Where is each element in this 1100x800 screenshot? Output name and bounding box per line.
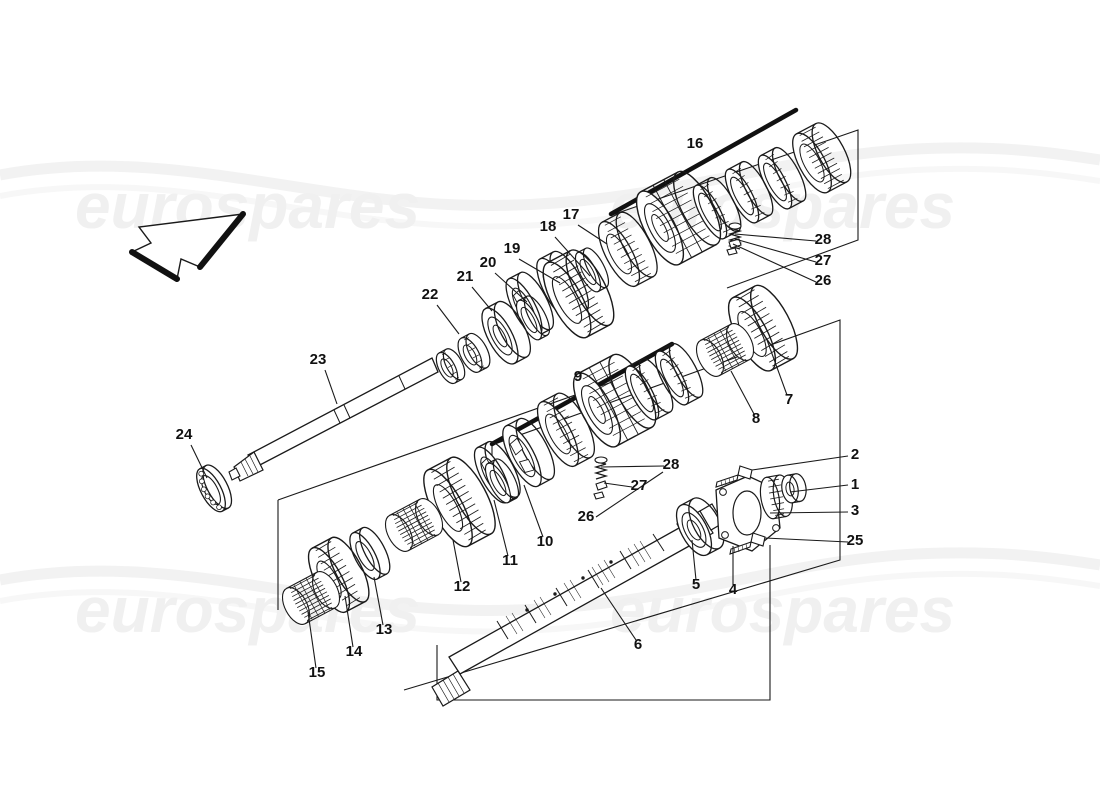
gear-12 [423,456,496,548]
callout-number-17: 17 [563,206,580,223]
callout-layer [190,224,849,669]
callout-leader-20 [494,272,528,303]
callout-leader-14 [344,595,354,648]
callout-leader-11 [493,499,509,557]
callout-number-14: 14 [346,643,363,660]
callout-leader-25 [764,537,849,543]
callout-number-6: 6 [634,636,642,653]
callout-leader-27 [734,238,817,263]
group-bracket-lower-left [277,381,613,610]
callout-number-7: 7 [785,391,793,408]
watermark-text: eurospares [75,574,420,646]
callout-leader-28 [734,233,817,242]
main-shaft-23 [228,357,439,482]
callout-number-28: 28 [815,231,832,248]
callout-leader-2 [751,455,849,471]
callout-number-19: 19 [504,240,521,257]
callout-leader-23 [324,369,338,405]
callout-number-26: 26 [578,508,595,525]
callout-leader-6 [600,587,637,641]
bolt-25 [729,532,766,555]
spacer-ring-22a [457,332,491,373]
watermark-text: eurospares [610,574,955,646]
callout-number-24: 24 [176,426,193,443]
callout-number-20: 20 [480,254,497,271]
callout-leader-22 [436,304,460,335]
callout-number-16: 16 [687,135,704,152]
detent-ball-27-lower [595,480,608,491]
callout-leader-7 [766,339,788,396]
synchro-key-26-lower [593,491,605,500]
callout-leader-17 [577,224,608,245]
callout-leader-8 [730,370,755,415]
callout-leader-19 [518,258,561,284]
callout-leader-27 [603,482,633,488]
cap-1 [781,473,807,504]
synchro-key-26 [726,247,738,256]
callout-leader-3 [769,511,849,514]
bearing-24 [196,464,233,513]
gear-row-10-15 [276,454,524,630]
callout-number-4: 4 [729,581,738,598]
callout-number-10: 10 [537,533,554,550]
callout-leader-26 [732,243,817,283]
callout-number-9: 9 [574,368,582,385]
callout-number-1: 1 [851,476,859,493]
callout-leader-28 [600,465,665,468]
callout-leader-24 [190,444,208,479]
spacer-ring-22b [435,348,466,385]
callout-number-5: 5 [692,576,700,593]
bearing-5 [675,497,725,557]
callout-number-21: 21 [457,268,474,285]
callout-number-28: 28 [663,456,680,473]
callout-number-27: 27 [815,252,832,269]
callout-number-13: 13 [376,621,393,638]
callout-number-15: 15 [309,664,326,681]
callout-leader-1 [789,484,849,493]
spacer-13 [349,526,391,581]
watermark-text: eurospares [75,170,420,242]
callout-leader-21 [471,286,493,312]
callout-number-3: 3 [851,502,859,519]
callout-number-22: 22 [422,286,439,303]
flange-assembly [675,465,807,557]
gear-row-19-22 [435,249,615,385]
callout-leader-18 [554,236,591,277]
callout-leader-26 [595,471,664,518]
synchro-assembly-9 [473,284,799,504]
group-bracket-shaft-6 [436,545,771,701]
callout-number-26: 26 [815,272,832,289]
callout-number-2: 2 [851,446,859,463]
callout-leader-5 [691,539,697,581]
orientation-arrow [129,211,246,282]
callout-leader-13 [373,576,384,626]
callout-number-12: 12 [454,578,471,595]
callout-leader-10 [523,484,544,538]
ball-bearing-21 [481,300,532,365]
callout-leader-15 [307,611,317,669]
callout-number-23: 23 [310,351,327,368]
callout-leader-12 [452,539,462,583]
callout-number-11: 11 [502,552,518,569]
callout-number-18: 18 [540,218,557,235]
callout-number-8: 8 [752,410,760,427]
detent-spring-28-lower [593,456,609,480]
callout-number-25: 25 [847,532,864,549]
callout-number-27: 27 [631,477,648,494]
bolt-2 [715,465,753,488]
callout-text-layer: 1234567891011121314151617181920212223242… [176,135,864,681]
